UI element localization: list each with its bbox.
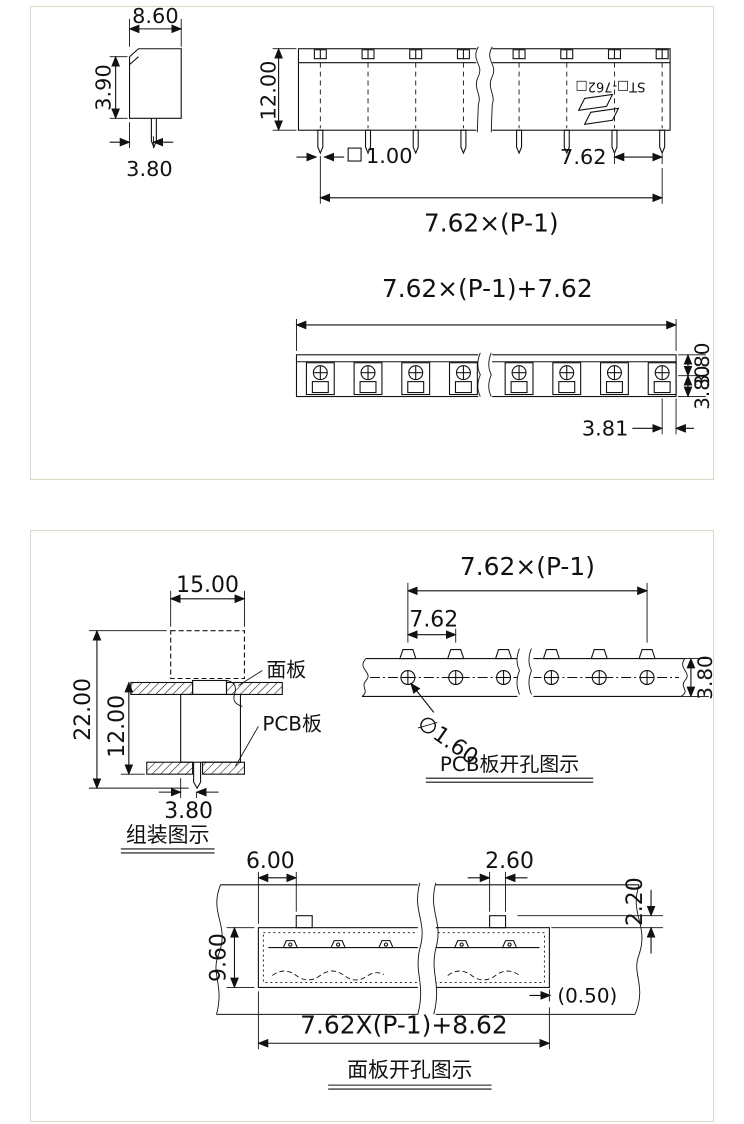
- bottom-dim-end: 3.81: [582, 416, 628, 440]
- assembly-title: 组装图示: [126, 823, 210, 847]
- cutout-dim-notch: 2.60: [485, 849, 534, 874]
- bottom-dim-h1: 3.80: [691, 343, 713, 387]
- front-dim-pitch: 7.62: [560, 145, 606, 169]
- pcb-dim-pitch: 7.62: [409, 608, 458, 633]
- panel-cutout-view: 6.00 2.60 2.20 9.60: [206, 849, 664, 1090]
- side-dim-pin: 3.80: [126, 157, 172, 181]
- brand-flag-icon: [583, 107, 620, 125]
- square-symbol-icon: [347, 147, 362, 162]
- product-dimension-panel: 8.60 3.90 3.80: [30, 6, 714, 480]
- assembly-hole-panel: 面板 PCB板 15.00 22.00 12.00: [30, 530, 714, 1122]
- assembly-dim-pin: 3.80: [164, 799, 213, 824]
- front-dim-height: 12.00: [257, 61, 281, 121]
- part-marking-text: ST□-762□: [576, 79, 646, 94]
- cutout-view-title: 面板开孔图示: [347, 1058, 472, 1082]
- assembly-view: 面板 PCB板 15.00 22.00 12.00: [71, 573, 322, 854]
- front-dim-pin-square: 1.00: [366, 144, 412, 168]
- cutout-dim-notch-h: 2.20: [623, 877, 648, 926]
- cutout-dim-slot-h: 9.60: [206, 933, 231, 982]
- brand-flag-icon: [577, 93, 614, 112]
- front-view: ST□-762□ 12.00 1.00: [257, 44, 671, 238]
- pcb-dim-height: 3.80: [694, 655, 713, 699]
- pcb-hole-view: 7.62×(P-1) 7.62 ∅1.60 3.80 PCB板开孔图示: [361, 552, 713, 783]
- front-dim-total: 7.62×(P-1): [424, 209, 559, 238]
- bottom-dim-total: 7.62×(P-1)+7.62: [382, 274, 593, 303]
- side-dim-width: 8.60: [132, 7, 178, 28]
- cutout-dim-gap: (0.50): [557, 984, 617, 1007]
- pcb-dim-total: 7.62×(P-1): [460, 552, 595, 581]
- pcb-view-title: PCB板开孔图示: [440, 753, 579, 776]
- product-dimension-drawing: 8.60 3.90 3.80: [92, 7, 713, 440]
- panel-plate-label: 面板: [266, 659, 306, 682]
- side-dim-height: 3.90: [92, 64, 116, 110]
- assembly-dim-width: 15.00: [176, 573, 239, 598]
- assembly-dim-total-h: 22.00: [71, 678, 96, 741]
- cutout-dim-left: 6.00: [246, 849, 295, 874]
- cutout-dim-total: 7.62X(P-1)+8.62: [300, 1010, 508, 1039]
- assembly-dim-body-h: 12.00: [105, 695, 130, 758]
- bottom-view: 7.62×(P-1)+7.62 3.80: [295, 274, 713, 440]
- side-view: 8.60 3.90 3.80: [92, 7, 183, 181]
- pcb-plate-label: PCB板: [262, 712, 322, 735]
- assembly-hole-drawing: 面板 PCB板 15.00 22.00 12.00: [71, 552, 713, 1090]
- bottom-dim-h2: 3.80: [691, 365, 713, 409]
